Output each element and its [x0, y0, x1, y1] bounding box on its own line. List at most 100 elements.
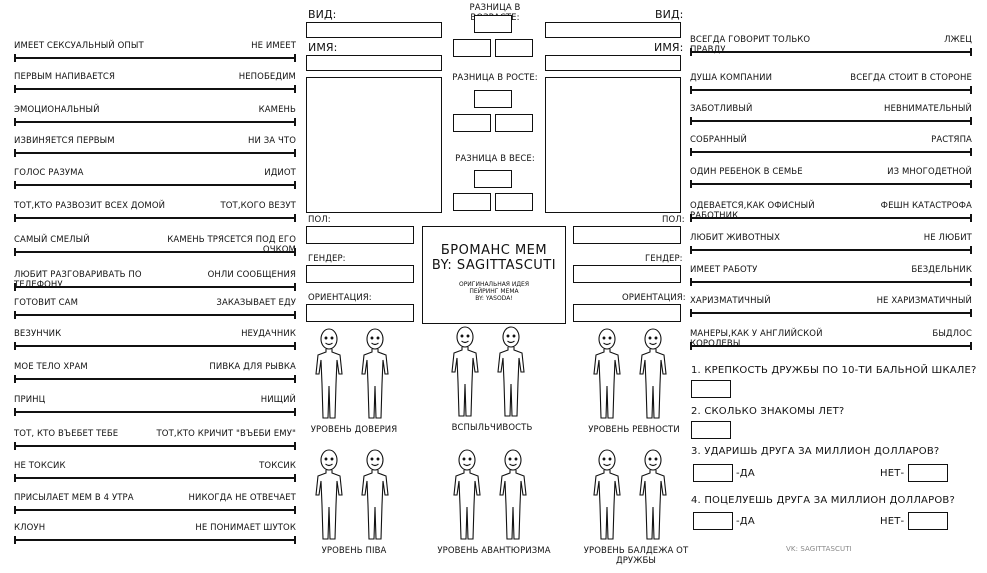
- trait-scale-line[interactable]: [14, 248, 296, 256]
- scale-right-label: Всегда стоит в стороне: [850, 73, 972, 83]
- scale-right-label: Не понимает шуток: [195, 523, 296, 533]
- scale-right-label: Неудачник: [241, 329, 296, 339]
- q3-no-box[interactable]: [908, 464, 948, 482]
- credit-watermark: vk: sagittascuti: [786, 545, 852, 553]
- scale-left-label: Манеры,как у английской королевы: [690, 329, 823, 349]
- scale-left-label: Голос разума: [14, 168, 84, 178]
- q3-yes-label: -да: [736, 468, 755, 479]
- scale-right-label: Идиот: [264, 168, 296, 178]
- q4-no-box[interactable]: [908, 512, 948, 530]
- question-3: 3. Ударишь друга за миллион долларов?: [691, 446, 940, 457]
- trait-scale-line[interactable]: [14, 536, 296, 544]
- weight-diff-field-right[interactable]: [495, 193, 533, 211]
- trait-scale-line[interactable]: [690, 214, 972, 222]
- trait-scale-line[interactable]: [690, 86, 972, 94]
- right-name-field[interactable]: [545, 55, 681, 71]
- orig-line-2: пейринг мема: [469, 288, 519, 295]
- age-diff-field-left[interactable]: [453, 39, 491, 57]
- height-diff-field-left[interactable]: [453, 114, 491, 132]
- scale-left-label: Присылает мем в 4 утра: [14, 493, 134, 503]
- trait-scale-line[interactable]: [690, 342, 972, 350]
- scale-right-label: Быдлос: [932, 329, 972, 339]
- left-pol-field[interactable]: [306, 226, 414, 244]
- scale-right-label: Камень трясется под его очком: [167, 235, 296, 255]
- scale-left-label: Извиняется первым: [14, 136, 115, 146]
- q4-yes-box[interactable]: [693, 512, 733, 530]
- left-gender-label: ГЕНДЕР:: [308, 254, 346, 264]
- right-gender-field[interactable]: [573, 265, 681, 283]
- trait-scale-line[interactable]: [14, 342, 296, 350]
- right-pol-field[interactable]: [573, 226, 681, 244]
- jealousy-level-label: Уровень ревности: [588, 425, 680, 435]
- right-vid-field[interactable]: [545, 22, 681, 38]
- scale-left-label: Один ребенок в семье: [690, 167, 803, 177]
- orig-line-1: оригинальная идея: [458, 281, 530, 288]
- trait-scale-line[interactable]: [690, 309, 972, 317]
- title-block: Броманс мем by: sagittascuti оригинальна…: [422, 226, 566, 324]
- answer-2-field[interactable]: [691, 421, 731, 439]
- body-figure-outline: [497, 326, 525, 417]
- body-figure-outline: [315, 328, 343, 419]
- left-gender-field[interactable]: [306, 265, 414, 283]
- height-diff-field-right[interactable]: [495, 114, 533, 132]
- weight-diff-field-top[interactable]: [474, 170, 512, 188]
- right-portrait-box[interactable]: [545, 77, 681, 213]
- scale-left-label: Готовит сам: [14, 298, 79, 308]
- right-orient-field[interactable]: [573, 304, 681, 322]
- trait-scale-line[interactable]: [14, 474, 296, 482]
- age-diff-field-top[interactable]: [474, 15, 512, 33]
- body-figure-outline: [499, 449, 527, 540]
- bullshit-level-label: Уровень балдежа от дружбы: [583, 546, 689, 566]
- trait-scale-line[interactable]: [690, 148, 972, 156]
- q3-yes-box[interactable]: [693, 464, 733, 482]
- question-1: 1. Крепкость дружбы по 10-ти бальной шка…: [691, 365, 977, 376]
- body-figure-outline: [639, 449, 667, 540]
- left-orient-field[interactable]: [306, 304, 414, 322]
- left-name-field[interactable]: [306, 55, 442, 71]
- trait-scale-line[interactable]: [14, 214, 296, 222]
- scale-right-label: Пивка для рывка: [209, 362, 296, 372]
- question-4: 4. Поцелуешь друга за миллион долларов?: [691, 495, 955, 506]
- scale-left-label: Тот, кто въебет тебе: [14, 429, 119, 439]
- left-vid-field[interactable]: [306, 22, 442, 38]
- trait-scale-line[interactable]: [14, 408, 296, 416]
- scale-right-label: Непобедим: [238, 72, 296, 82]
- right-pol-label: ПОЛ:: [662, 215, 685, 225]
- scale-left-label: Имеет работу: [690, 265, 758, 275]
- trait-scale-line[interactable]: [690, 117, 972, 125]
- trait-scale-line[interactable]: [690, 278, 972, 286]
- trait-scale-line[interactable]: [14, 149, 296, 157]
- trait-scale-line[interactable]: [690, 180, 972, 188]
- scale-right-label: Лжец: [944, 35, 972, 45]
- scale-right-label: Ни за что: [247, 136, 296, 146]
- scale-right-label: Невнимательный: [884, 104, 972, 114]
- orig-line-3: by: yasoda!: [475, 295, 513, 302]
- answer-1-field[interactable]: [691, 380, 731, 398]
- scale-right-label: Заказывает еду: [216, 298, 296, 308]
- right-gender-label: ГЕНДЕР:: [645, 254, 683, 264]
- scale-right-label: Онли сообщения: [207, 270, 296, 280]
- trait-scale-line[interactable]: [14, 85, 296, 93]
- right-orient-label: ОРИЕНТАЦИЯ:: [622, 293, 686, 303]
- scale-right-label: Бездельник: [911, 265, 972, 275]
- trait-scale-line[interactable]: [690, 48, 972, 56]
- scale-right-label: Камень: [258, 105, 296, 115]
- age-diff-field-right[interactable]: [495, 39, 533, 57]
- body-figure-outline: [451, 326, 479, 417]
- height-diff-field-top[interactable]: [474, 90, 512, 108]
- left-portrait-box[interactable]: [306, 77, 442, 213]
- question-2: 2. Сколько знакомы лет?: [691, 406, 845, 417]
- q4-no-label: нет-: [880, 516, 905, 527]
- weight-diff-field-left[interactable]: [453, 193, 491, 211]
- trait-scale-line[interactable]: [14, 118, 296, 126]
- trait-scale-line[interactable]: [14, 54, 296, 62]
- scale-right-label: Тот,кого везут: [220, 201, 296, 211]
- trait-scale-line[interactable]: [14, 375, 296, 383]
- scale-right-label: Никогда не отвечает: [188, 493, 296, 503]
- trait-scale-line[interactable]: [690, 246, 972, 254]
- trait-scale-line[interactable]: [14, 181, 296, 189]
- trait-scale-line[interactable]: [14, 283, 296, 291]
- trait-scale-line[interactable]: [14, 506, 296, 514]
- trait-scale-line[interactable]: [14, 311, 296, 319]
- trait-scale-line[interactable]: [14, 442, 296, 450]
